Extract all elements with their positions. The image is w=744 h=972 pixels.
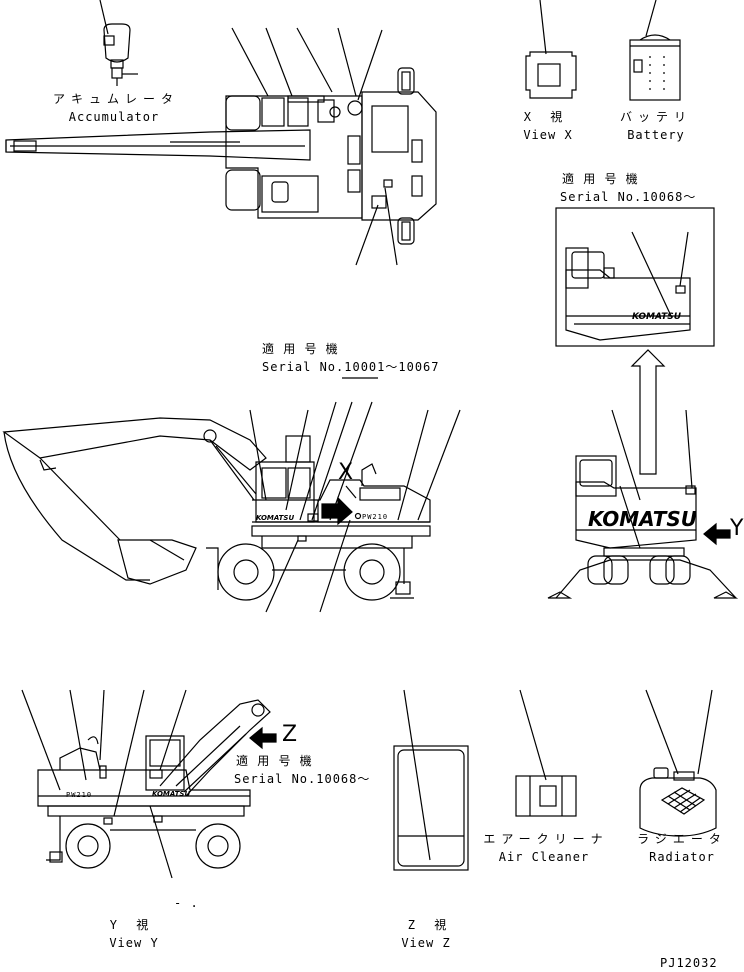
arrow-x-label: X bbox=[338, 460, 354, 485]
view-z-figure bbox=[393, 689, 469, 871]
rear-view-machine bbox=[547, 409, 739, 599]
view-y-machine bbox=[21, 689, 271, 879]
arrow-x-marker bbox=[321, 496, 353, 526]
drawing-code: PJ12032 bbox=[660, 956, 718, 970]
brand-logo-side: KOMATSU bbox=[152, 790, 191, 798]
brand-logo-cab: KOMATSU bbox=[256, 514, 295, 522]
view-x-label-jp: X 視 bbox=[523, 110, 569, 124]
arrow-y-label: Y bbox=[730, 516, 744, 541]
up-arrow bbox=[630, 349, 666, 475]
rear-view-framed bbox=[555, 207, 715, 347]
serial-a-label-jp: 適 用 号 機 bbox=[562, 172, 639, 186]
accumulator-label-en: Accumulator bbox=[68, 110, 160, 124]
battery-figure bbox=[629, 0, 681, 101]
model-mark-side: PW210 bbox=[362, 513, 389, 521]
brand-logo-small: KOMATSU bbox=[632, 312, 682, 322]
view-z-label-en: View Z bbox=[401, 936, 451, 950]
arrow-z-label: Z bbox=[282, 722, 298, 747]
side-view-machine bbox=[2, 401, 461, 613]
battery-label-en: Battery bbox=[627, 128, 685, 142]
top-view-machine bbox=[5, 27, 437, 266]
serial-c-label-en: Serial No.10068～ bbox=[234, 772, 371, 786]
arrow-y-marker bbox=[703, 522, 731, 546]
radiator-label-en: Radiator bbox=[649, 850, 715, 864]
air-cleaner-label-en: Air Cleaner bbox=[498, 850, 590, 864]
view-y-dash-mark: - . bbox=[174, 896, 199, 910]
accumulator-label-jp: アキュムレータ bbox=[52, 92, 180, 106]
view-y-label-jp: Y 視 bbox=[109, 918, 155, 932]
radiator-figure bbox=[639, 689, 717, 837]
air-cleaner-figure bbox=[515, 689, 577, 817]
air-cleaner-label-jp: エアークリーナ bbox=[483, 832, 609, 846]
view-x-label-en: View X bbox=[523, 128, 573, 142]
arrow-z-marker bbox=[249, 726, 277, 750]
radiator-label-jp: ラジエータ bbox=[637, 832, 727, 846]
serial-b-label-jp: 適 用 号 機 bbox=[262, 342, 339, 356]
view-x-figure bbox=[525, 0, 577, 99]
battery-label-jp: バッテリ bbox=[619, 110, 693, 124]
serial-c-label-jp: 適 用 号 機 bbox=[236, 754, 313, 768]
serial-b-label-en: Serial No.10001～10067 bbox=[262, 360, 440, 374]
view-z-label-jp: Z 視 bbox=[407, 918, 453, 932]
accumulator-figure bbox=[99, 0, 138, 86]
view-y-label-en: View Y bbox=[109, 936, 159, 950]
brand-logo-large: KOMATSU bbox=[588, 507, 697, 531]
serial-a-label-en: Serial No.10068～ bbox=[560, 190, 697, 204]
side-label-dot bbox=[354, 512, 362, 520]
side-leader-x bbox=[345, 485, 357, 499]
model-mark-view-y: PW210 bbox=[66, 791, 93, 799]
